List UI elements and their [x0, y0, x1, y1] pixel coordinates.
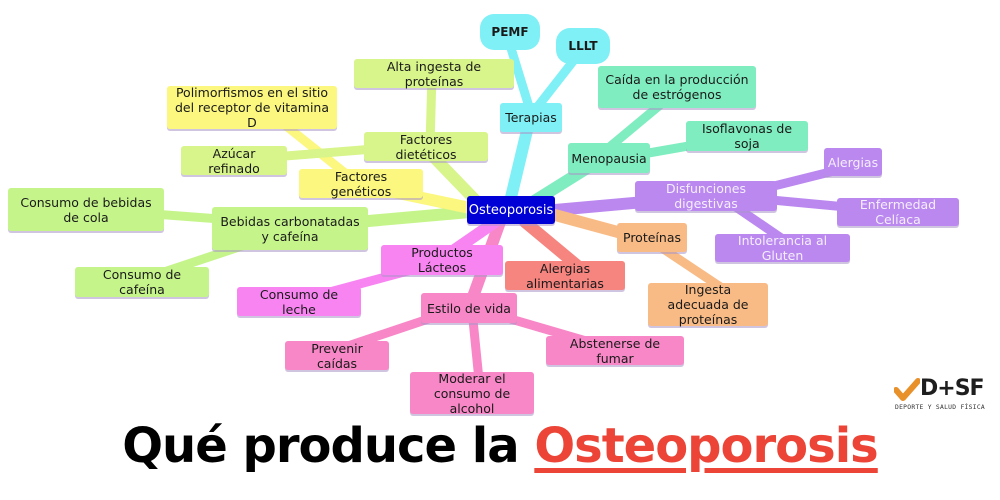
node-label: Azúcar refinado — [208, 145, 260, 176]
leaf-caida-estrogenos[interactable]: Caída en la producción de estrógenos — [598, 66, 756, 108]
title-highlight: Osteoporosis — [534, 418, 878, 474]
logo-subtitle: DEPORTE Y SALUD FÍSICA — [895, 404, 986, 411]
node-label: Polimorfismos en el sitio del receptor d… — [174, 85, 330, 130]
branch-productos-lacteos[interactable]: Productos Lácteos — [381, 245, 503, 275]
leaf-polimorfismos-vitamina-d[interactable]: Polimorfismos en el sitio del receptor d… — [167, 85, 337, 130]
leaf-pemf[interactable]: PEMF — [480, 14, 540, 50]
leaf-alergias[interactable]: Alergias — [824, 148, 882, 176]
branch-alergias-alimentarias[interactable]: Alergias alimentarias — [505, 260, 625, 291]
node-label: Enfermedad Celíaca — [859, 197, 937, 227]
branch-factores-dieteticos[interactable]: Factores dietéticos — [364, 131, 488, 162]
node-label: Alergias — [827, 154, 879, 170]
node-label: Moderar el consumo de alcohol — [433, 370, 511, 416]
logo-brand: D+SF — [920, 376, 985, 401]
branch-estilo-de-vida[interactable]: Estilo de vida — [421, 293, 517, 323]
node-label: PEMF — [491, 24, 529, 39]
node-label: Estilo de vida — [427, 300, 511, 316]
node-label: Prevenir caídas — [311, 340, 363, 371]
leaf-azucar-refinado[interactable]: Azúcar refinado — [181, 145, 287, 176]
page-title: Qué produce la Osteoporosis — [0, 418, 1000, 474]
node-label: Factores dietéticos — [395, 131, 457, 162]
branch-menopausia[interactable]: Menopausia — [568, 143, 650, 173]
node-label: Terapias — [505, 110, 557, 125]
node-label: Bebidas carbonatadas y cafeína — [220, 213, 360, 244]
branch-disfunciones-digestivas[interactable]: Disfunciones digestivas — [635, 181, 777, 211]
leaf-moderar-alcohol[interactable]: Moderar el consumo de alcohol — [410, 370, 534, 416]
leaf-isoflavonas-soja[interactable]: Isoflavonas de soja — [686, 121, 808, 151]
node-label: Consumo de cafeína — [102, 267, 182, 297]
branch-terapias[interactable]: Terapias — [500, 103, 562, 132]
node-label: Factores genéticos — [330, 168, 392, 199]
leaf-lllt[interactable]: LLLT — [556, 28, 610, 64]
node-label: Consumo de bebidas de cola — [20, 194, 152, 225]
node-label: Alergias alimentarias — [526, 260, 604, 291]
branch-proteinas[interactable]: Proteínas — [617, 223, 687, 252]
center-node-osteoporosis[interactable]: Osteoporosis — [467, 196, 555, 224]
node-label: Disfunciones digestivas — [666, 181, 746, 211]
leaf-consumo-leche[interactable]: Consumo de leche — [237, 286, 361, 317]
node-label: Isoflavonas de soja — [701, 121, 793, 151]
branch-factores-geneticos[interactable]: Factores genéticos — [299, 168, 423, 199]
checkmark-icon — [894, 378, 920, 401]
node-label: Menopausia — [571, 150, 647, 166]
leaf-consumo-cafeina[interactable]: Consumo de cafeína — [75, 267, 209, 297]
leaf-prevenir-caidas[interactable]: Prevenir caídas — [285, 340, 389, 371]
dsf-logo: D+SF DEPORTE Y SALUD FÍSICA — [894, 376, 986, 416]
node-label: LLLT — [568, 38, 598, 53]
title-prefix: Qué produce la — [122, 418, 519, 474]
node-label: Alta ingesta de proteínas — [386, 58, 482, 89]
leaf-intolerancia-gluten[interactable]: Intolerancia al Gluten — [715, 233, 850, 263]
node-label: Productos Lácteos — [411, 245, 473, 275]
node-label: Ingesta adecuada de proteínas — [667, 282, 749, 327]
leaf-abstenerse-fumar[interactable]: Abstenerse de fumar — [546, 335, 684, 366]
leaf-ingesta-adecuada-proteinas[interactable]: Ingesta adecuada de proteínas — [648, 282, 768, 327]
leaf-consumo-bebidas-cola[interactable]: Consumo de bebidas de cola — [8, 188, 164, 231]
leaf-enfermedad-celiaca[interactable]: Enfermedad Celíaca — [837, 197, 959, 227]
node-label: Osteoporosis — [468, 202, 554, 218]
node-label: Consumo de leche — [259, 286, 339, 317]
node-label: Abstenerse de fumar — [569, 335, 661, 366]
node-label: Intolerancia al Gluten — [737, 233, 828, 263]
leaf-alta-ingesta-proteinas[interactable]: Alta ingesta de proteínas — [354, 58, 514, 89]
node-label: Caída en la producción de estrógenos — [605, 72, 749, 102]
branch-bebidas-carbonatadas-cafeina[interactable]: Bebidas carbonatadas y cafeína — [212, 207, 368, 250]
node-label: Proteínas — [623, 230, 681, 245]
